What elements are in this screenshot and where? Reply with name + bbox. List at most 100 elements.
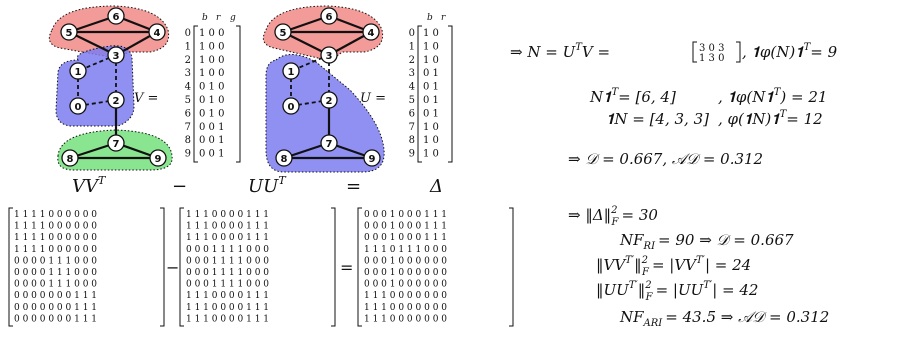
v-matrix-row: 0 0 1 bbox=[199, 122, 224, 133]
row-index-label: 4 bbox=[185, 82, 191, 93]
left-node-9: 9 bbox=[149, 149, 167, 167]
vvt-matrix-row: 1 1 1 1 0 0 0 0 0 0 bbox=[14, 233, 97, 243]
uut-bracket-left bbox=[179, 207, 184, 327]
left-graph: 6 5 4 3 1 2 0 7 8 9 V = b r g 0123456789… bbox=[48, 5, 241, 171]
n-col-sums: 𝟏N = [4, 3, 3] bbox=[606, 110, 709, 128]
n-row-sums: N𝟏T= [6, 4] bbox=[589, 87, 676, 106]
u-col-header: b bbox=[427, 13, 433, 23]
vvt-bracket-right bbox=[160, 207, 165, 327]
right-node-5: 5 bbox=[274, 23, 292, 41]
right-node-3: 3 bbox=[320, 46, 338, 64]
vvt-matrix-row: 0 0 0 0 1 1 1 0 0 0 bbox=[14, 256, 97, 266]
svg-text:0: 0 bbox=[75, 102, 82, 113]
vvt-matrix-row: 0 0 0 0 0 0 0 1 1 1 bbox=[14, 314, 97, 324]
n-matrix-row: 1 3 0 bbox=[699, 53, 724, 64]
row-index-label: 4 bbox=[409, 82, 415, 93]
uut-title: UUT bbox=[248, 174, 287, 197]
formulas: ⇒ N = UTV = 3 0 3 1 3 0 , 𝟏φ(N)𝟏T= 9 N𝟏T… bbox=[510, 41, 838, 329]
v-matrix-row: 0 1 0 bbox=[199, 82, 224, 93]
phi-n-total: , 𝟏φ(N)𝟏T= 9 bbox=[742, 42, 838, 61]
delta-matrix-row: 1 1 1 0 0 0 0 0 0 0 bbox=[364, 291, 447, 301]
equation-header: VVT − UUT = Δ bbox=[72, 174, 443, 197]
left-node-6: 6 bbox=[107, 7, 125, 25]
vvt-title: VVT bbox=[72, 174, 107, 197]
nf-ari: NFARI= 43.5 ⇒ 𝒜𝒟 = 0.312 bbox=[619, 308, 829, 329]
left-node-1: 1 bbox=[69, 62, 87, 80]
uut-matrix-row: 1 1 1 0 0 0 0 1 1 1 bbox=[186, 303, 269, 313]
delta-matrix-row: 0 0 0 1 0 0 0 0 0 0 bbox=[364, 268, 447, 278]
right-node-2: 2 bbox=[320, 91, 338, 109]
v-matrix-row: 0 1 0 bbox=[199, 95, 224, 106]
v-matrix-row: 1 0 0 bbox=[199, 68, 224, 79]
delta-matrix-row: 1 1 1 0 1 1 1 0 0 0 bbox=[364, 245, 447, 255]
n-bracket-left bbox=[692, 41, 697, 63]
right-node-7: 7 bbox=[320, 134, 338, 152]
svg-text:8: 8 bbox=[67, 154, 74, 165]
right-node-4: 4 bbox=[362, 23, 380, 41]
delta-matrix-row: 0 0 0 1 0 0 0 0 0 0 bbox=[364, 280, 447, 290]
svg-text:1: 1 bbox=[288, 67, 295, 78]
v-matrix-row: 0 1 0 bbox=[199, 108, 224, 119]
svg-text:0: 0 bbox=[288, 102, 295, 113]
phi-col-sums: , φ(𝟏N)𝟏T= 12 bbox=[718, 109, 823, 128]
v-matrix-row: 0 0 1 bbox=[199, 135, 224, 146]
row-index-label: 3 bbox=[185, 68, 191, 79]
v-matrix-row: 1 0 0 bbox=[199, 28, 224, 39]
equals-title: = bbox=[346, 176, 361, 197]
row-index-label: 7 bbox=[185, 122, 191, 133]
left-node-2: 2 bbox=[107, 91, 125, 109]
minus-title: − bbox=[172, 176, 187, 197]
right-node-9: 9 bbox=[363, 149, 381, 167]
v-col-header: b bbox=[202, 13, 208, 23]
row-index-label: 3 bbox=[409, 68, 415, 79]
left-node-8: 8 bbox=[61, 149, 79, 167]
uut-matrix-row: 0 0 0 1 1 1 1 0 0 0 bbox=[186, 268, 269, 278]
vvt-matrix-row: 0 0 0 0 0 0 0 1 1 1 bbox=[14, 303, 97, 313]
uut-matrix-row: 1 1 1 0 0 0 0 1 1 1 bbox=[186, 222, 269, 232]
svg-text:7: 7 bbox=[326, 139, 333, 150]
left-node-3: 3 bbox=[107, 46, 125, 64]
u-col-header: r bbox=[441, 13, 446, 23]
row-index-label: 8 bbox=[409, 135, 415, 146]
uut-rows: 1 1 1 0 0 0 0 1 1 11 1 1 0 0 0 0 1 1 11 … bbox=[186, 210, 269, 324]
vvt-matrix-row: 1 1 1 1 0 0 0 0 0 0 bbox=[14, 245, 97, 255]
n-definition: ⇒ N = UTV = bbox=[510, 42, 610, 61]
u-matrix-row: 1 0 bbox=[423, 41, 439, 52]
svg-text:8: 8 bbox=[281, 154, 288, 165]
vvt-matrix-row: 0 0 0 0 1 1 1 0 0 0 bbox=[14, 268, 97, 278]
delta-matrix-row: 1 1 1 0 0 0 0 0 0 0 bbox=[364, 314, 447, 324]
u-matrix-row: 0 1 bbox=[423, 108, 439, 119]
edge bbox=[68, 31, 117, 56]
v-matrix-row: 0 0 1 bbox=[199, 149, 224, 160]
v-matrix-row: 1 0 0 bbox=[199, 55, 224, 66]
vvt-matrix-row: 1 1 1 1 0 0 0 0 0 0 bbox=[14, 222, 97, 232]
delta-matrix-row: 0 0 0 1 0 0 0 1 1 1 bbox=[364, 222, 447, 232]
matrix-minus: − bbox=[166, 258, 179, 277]
uut-matrix-row: 0 0 0 1 1 1 1 0 0 0 bbox=[186, 256, 269, 266]
delta-matrix-row: 0 0 0 1 0 0 0 1 1 1 bbox=[364, 210, 447, 220]
u-bracket-right bbox=[448, 25, 453, 163]
delta-matrix-row: 0 0 0 1 0 0 0 1 1 1 bbox=[364, 233, 447, 243]
row-index-label: 1 bbox=[185, 41, 191, 52]
svg-text:4: 4 bbox=[368, 28, 375, 39]
right-node-1: 1 bbox=[282, 62, 300, 80]
svg-text:6: 6 bbox=[113, 12, 120, 23]
row-index-label: 7 bbox=[409, 122, 415, 133]
row-index-label: 2 bbox=[409, 55, 415, 66]
row-index-label: 2 bbox=[185, 55, 191, 66]
delta-title: Δ bbox=[429, 176, 443, 197]
row-index-label: 6 bbox=[409, 108, 415, 119]
u-matrix-row: 0 1 bbox=[423, 82, 439, 93]
delta-matrix-row: 1 1 1 0 0 0 0 0 0 0 bbox=[364, 303, 447, 313]
vvt-matrix-row: 0 0 0 0 1 1 1 0 0 0 bbox=[14, 280, 97, 290]
d-result: ⇒ 𝒟 = 0.667, 𝒜𝒟 = 0.312 bbox=[568, 150, 763, 168]
vvt-rows: 1 1 1 1 0 0 0 0 0 01 1 1 1 0 0 0 0 0 01 … bbox=[14, 210, 97, 324]
svg-text:1: 1 bbox=[75, 67, 82, 78]
vvt-bracket-left bbox=[8, 207, 13, 327]
svg-text:9: 9 bbox=[369, 154, 376, 165]
